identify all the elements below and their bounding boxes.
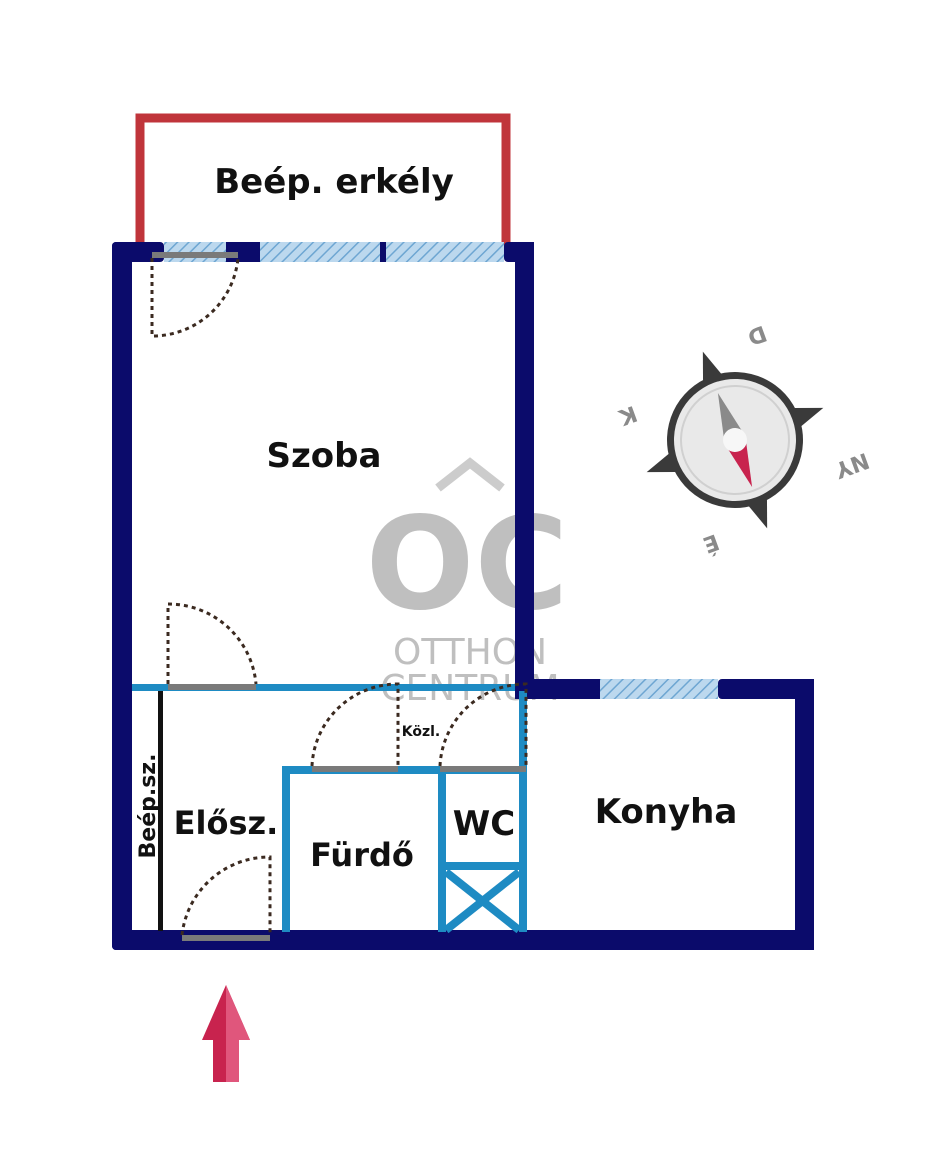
cabinet-label: Beép.sz. (136, 754, 161, 859)
compass-west: NY (830, 447, 872, 483)
compass-east: K (615, 400, 640, 430)
inner-walls (132, 684, 527, 932)
compass-icon (646, 351, 824, 529)
watermark-logo: OC OTTHON CENTRUM (366, 457, 569, 709)
arrow-up-icon (202, 985, 250, 1082)
hall-label: Elősz. (174, 804, 279, 842)
bathroom-label: Fürdő (310, 836, 414, 874)
compass-north: É (699, 528, 722, 558)
kitchen-label: Konyha (595, 792, 738, 832)
logo-roof (435, 457, 505, 492)
compass-south: D (744, 320, 770, 350)
balcony-outline (135, 113, 511, 246)
logo-monogram: OC (366, 490, 569, 639)
door-thresholds (152, 252, 526, 941)
balcony-window-middle (260, 242, 380, 262)
utility-label: Közl. (402, 724, 441, 740)
room-label: Szoba (267, 436, 382, 476)
cabinet-divider (158, 691, 163, 931)
shaft-cross (443, 868, 522, 934)
outer-walls (112, 242, 814, 950)
door-swings (150, 257, 528, 936)
balcony-label: Beép. erkély (214, 162, 454, 202)
wc-label: WC (453, 804, 515, 844)
kitchen-window (600, 679, 718, 699)
balcony-window-right (386, 242, 504, 262)
